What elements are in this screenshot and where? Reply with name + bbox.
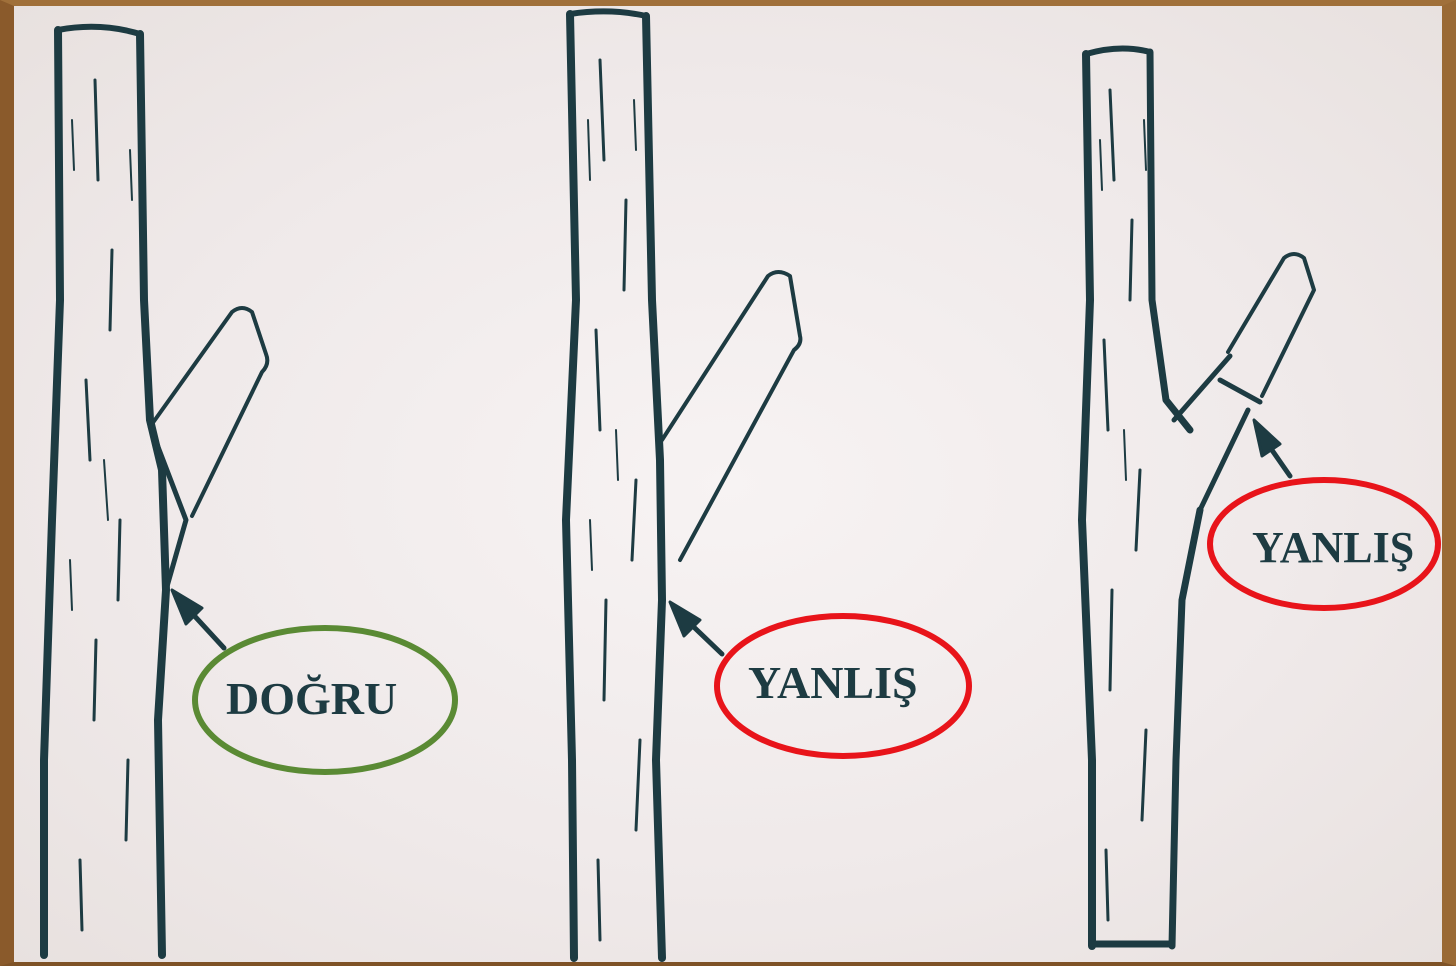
label-correct: DOĞRU bbox=[226, 672, 397, 725]
arrow-correct bbox=[172, 590, 224, 648]
arrow-wrong-flush bbox=[670, 602, 722, 654]
trunk-wrong-flush bbox=[566, 11, 662, 958]
branch-stub-wrong-long bbox=[1174, 254, 1314, 510]
arrow-wrong-stub bbox=[1254, 420, 1290, 476]
trunk-wrong-stub bbox=[1082, 48, 1200, 946]
branch-stub-wrong-flush bbox=[662, 272, 800, 560]
label-wrong-middle: YANLIŞ bbox=[748, 656, 918, 709]
label-wrong-right: YANLIŞ bbox=[1252, 522, 1414, 573]
trunk-correct bbox=[44, 27, 166, 955]
